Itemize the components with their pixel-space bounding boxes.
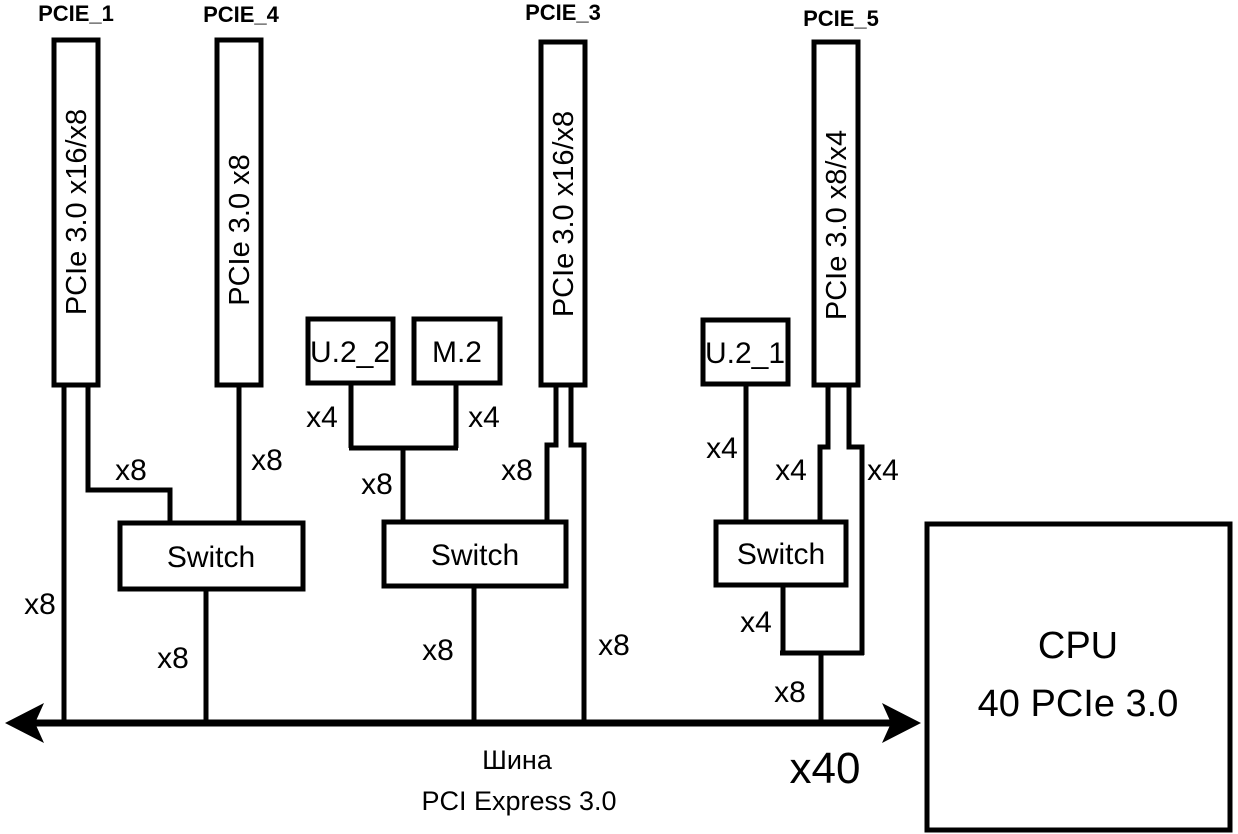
cpu-title: CPU — [1038, 625, 1118, 667]
device-u2-1-label: U.2_1 — [705, 337, 785, 370]
lane-slot5-to-switch3: x4 — [775, 454, 807, 487]
switch-1 — [117, 520, 306, 592]
slot-pcie-4-title: PCIE_4 — [203, 2, 280, 27]
device-m2 — [411, 316, 503, 386]
lane-switch1-to-bus: x8 — [157, 642, 189, 675]
wire-slot1-to-switch1 — [85, 383, 173, 525]
slot-pcie-1 — [51, 37, 101, 388]
device-u2-2 — [305, 316, 396, 386]
lane-u2-1-to-switch3: x4 — [706, 432, 738, 465]
slot-pcie-3-spec: PCIe 3.0 x16/x8 — [548, 111, 580, 317]
wire-slot5-down — [846, 383, 865, 655]
lane-slot4-to-switch1: x8 — [251, 444, 283, 477]
lane-switch3-down: x4 — [740, 606, 772, 639]
lane-m2-down: x4 — [468, 401, 500, 434]
slot-pcie-5 — [811, 39, 861, 388]
wire-slot3-to-switch2 — [544, 383, 559, 524]
slot-pcie-1-title: PCIE_1 — [38, 1, 114, 26]
slot-pcie-5-title: PCIE_5 — [803, 6, 879, 31]
bus-lanes-label: x40 — [790, 744, 861, 793]
switch-3 — [713, 519, 849, 588]
bus-arrow-right-icon — [882, 703, 921, 743]
lane-merge-to-switch2: x8 — [361, 468, 393, 501]
lane-slot3-to-switch2: x8 — [501, 454, 533, 487]
switch-1-label: Switch — [167, 541, 255, 574]
slot-pcie-1-spec: PCIe 3.0 x16/x8 — [61, 109, 93, 315]
bus-label-line2: PCI Express 3.0 — [421, 786, 616, 816]
switch-2 — [381, 519, 569, 589]
device-u2-2-label: U.2_2 — [310, 336, 390, 369]
slot-pcie-5-spec: PCIe 3.0 x8/x4 — [821, 130, 853, 320]
lane-slot5-down: x4 — [867, 454, 899, 487]
device-m2-label: M.2 — [432, 336, 482, 369]
lane-u2-2-down: x4 — [306, 401, 338, 434]
bus-arrow-left-icon — [5, 703, 44, 743]
cpu-box — [924, 521, 1233, 833]
slot-pcie-3-title: PCIE_3 — [525, 0, 601, 25]
wire-slot5-to-switch3 — [817, 383, 831, 524]
lane-slot1-to-switch1: x8 — [115, 454, 147, 487]
wire-slot3-to-bus — [568, 383, 587, 724]
lane-merge-to-bus: x8 — [774, 676, 806, 709]
slot-pcie-3 — [538, 39, 588, 388]
bus-label-line1: Шина — [482, 745, 553, 775]
lane-slot3-to-bus: x8 — [598, 629, 630, 662]
slot-pcie-4-spec: PCIe 3.0 x8 — [224, 154, 256, 306]
switch-2-label: Switch — [431, 539, 519, 572]
device-u2-1 — [700, 317, 791, 387]
cpu-subtitle: 40 PCIe 3.0 — [978, 683, 1179, 725]
slot-pcie-4 — [214, 37, 264, 388]
lane-slot1-to-bus: x8 — [24, 588, 56, 621]
lane-switch2-to-bus: x8 — [422, 634, 454, 667]
switch-3-label: Switch — [737, 538, 825, 571]
